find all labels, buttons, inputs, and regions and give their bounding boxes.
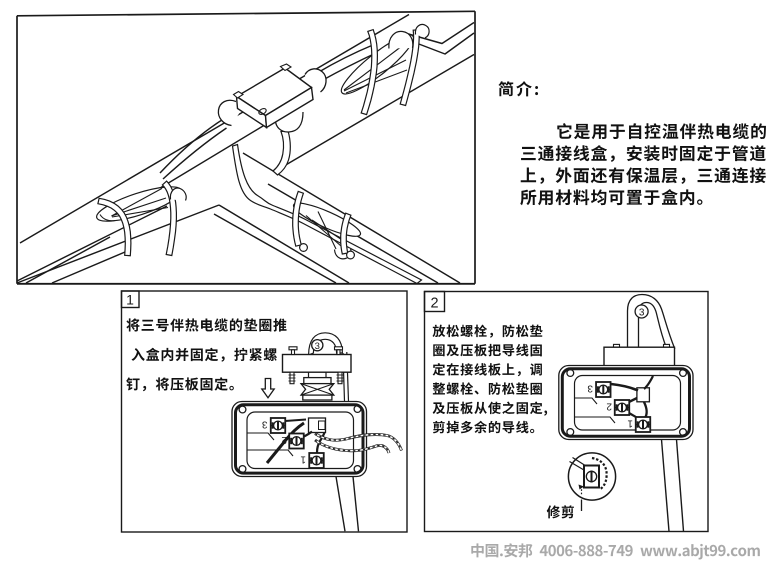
- svg-text:2: 2: [281, 434, 287, 445]
- svg-text:2: 2: [430, 296, 438, 312]
- svg-text:2: 2: [606, 401, 612, 412]
- svg-text:3: 3: [262, 419, 268, 430]
- svg-text:1: 1: [126, 292, 134, 308]
- svg-text:3: 3: [587, 383, 593, 394]
- svg-text:3: 3: [315, 341, 320, 352]
- svg-text:3: 3: [639, 307, 645, 318]
- svg-text:1: 1: [300, 454, 306, 465]
- svg-text:1: 1: [627, 418, 633, 429]
